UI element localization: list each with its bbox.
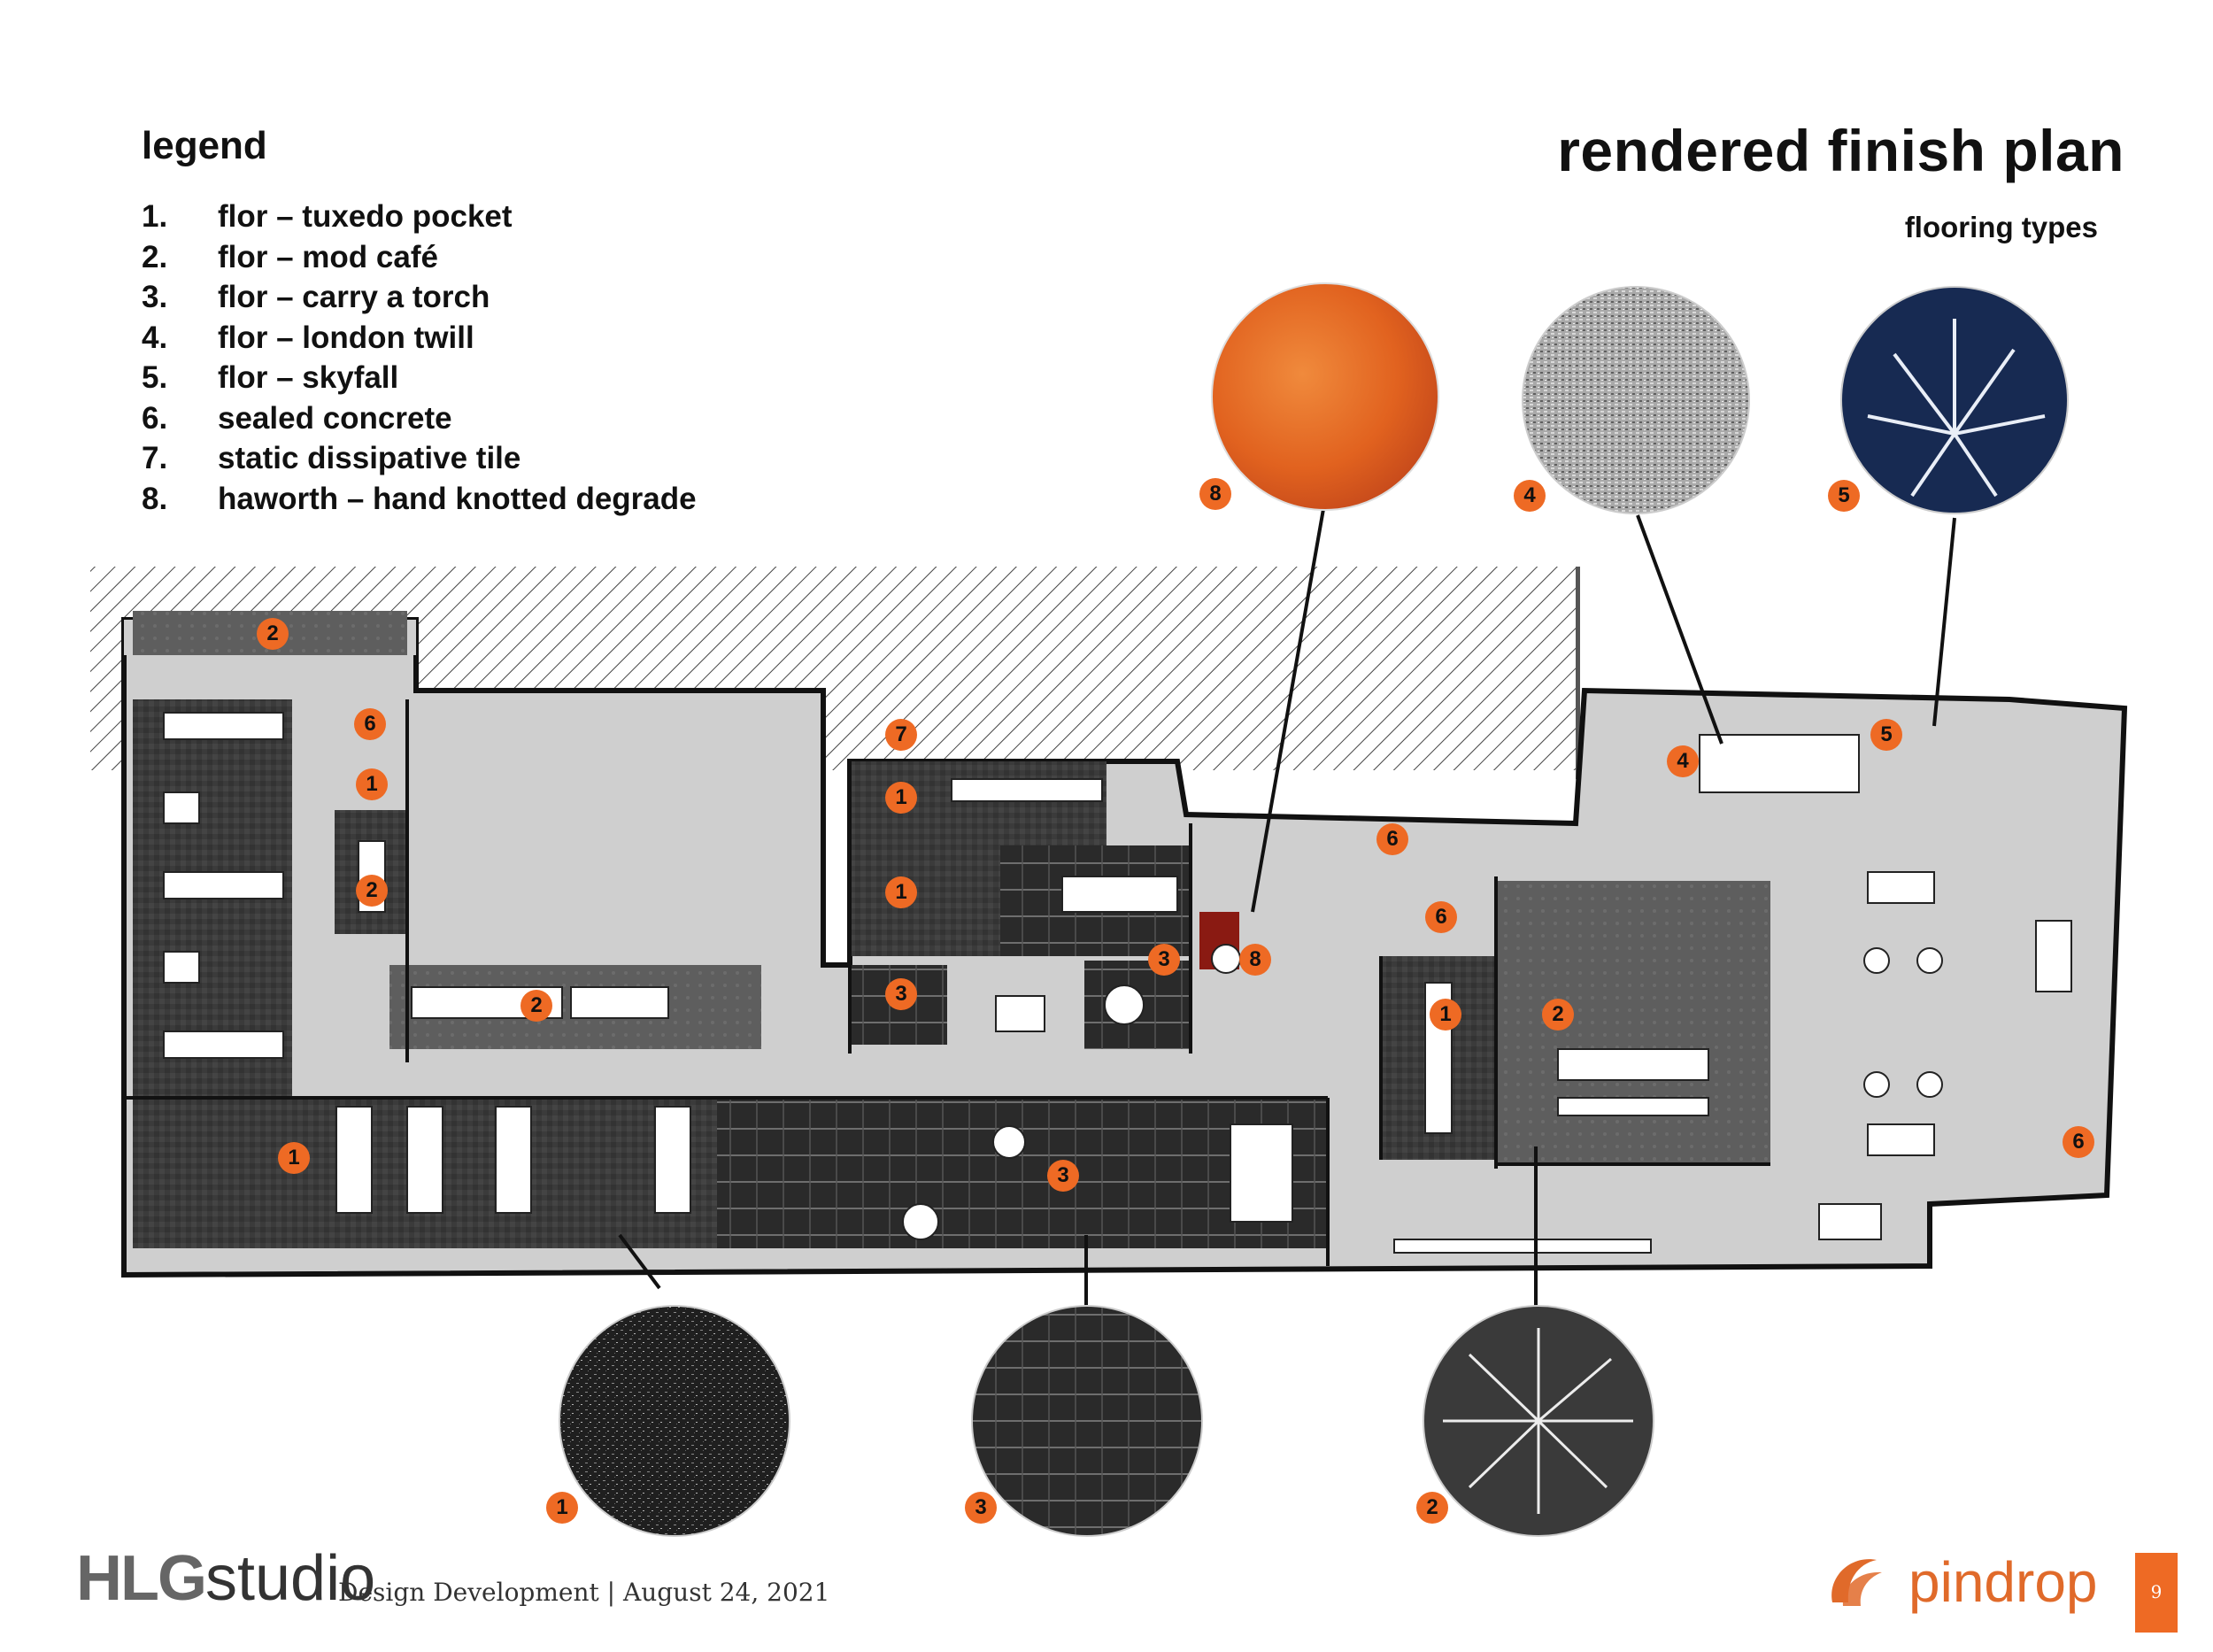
- plan-tag: 2: [1542, 999, 1574, 1031]
- plan-tag: 1: [1430, 999, 1461, 1031]
- plan-tag: 1: [885, 782, 917, 814]
- legend-item-number: 2.: [142, 239, 168, 274]
- plan-tag: 1: [278, 1142, 310, 1174]
- pindrop-logo: pindrop: [1824, 1549, 2098, 1615]
- swatch-badge: 8: [1199, 478, 1231, 510]
- legend-item-number: 3.: [142, 280, 168, 314]
- swatch-london-twill: [1522, 286, 1750, 514]
- logo-light-text: studio: [204, 1543, 376, 1614]
- legend-item-number: 5.: [142, 360, 168, 395]
- brand-name: pindrop: [1908, 1550, 2098, 1614]
- plan-tag: 6: [2063, 1126, 2094, 1158]
- plan-tag: 6: [1425, 901, 1457, 933]
- plan-tag: 1: [356, 768, 388, 800]
- legend-item: 4. flor – london twill: [142, 318, 697, 359]
- hlg-studio-logo: HLGstudio: [76, 1542, 375, 1615]
- plan-tag: 2: [520, 990, 552, 1022]
- legend-item-number: 6.: [142, 400, 168, 436]
- legend-item-label: flor – skyfall: [218, 360, 399, 395]
- pindrop-icon: [1831, 1559, 1882, 1606]
- legend-item: 5. flor – skyfall: [142, 358, 697, 398]
- legend-item: 6. sealed concrete: [142, 398, 697, 439]
- furniture: [163, 712, 2072, 1254]
- legend-list: 1. flor – tuxedo pocket 2. flor – mod café…: [142, 197, 697, 519]
- plan-tag: 3: [1047, 1160, 1079, 1192]
- swatch-badge: 3: [965, 1492, 997, 1524]
- legend-item-number: 4.: [142, 320, 168, 355]
- plan-tag: 8: [1239, 944, 1271, 976]
- legend-item-label: flor – mod café: [218, 239, 438, 274]
- swatch-badge: 1: [546, 1492, 578, 1524]
- legend-item-label: sealed concrete: [218, 400, 452, 436]
- plan-tag: 3: [885, 978, 917, 1010]
- plan-tag: 3: [1148, 944, 1180, 976]
- swatch-tuxedo-pocket: [559, 1305, 790, 1537]
- plan-tag: 2: [257, 618, 289, 650]
- legend-item-number: 7.: [142, 441, 168, 475]
- swatch-carry-a-torch: [971, 1305, 1203, 1537]
- legend-item: 3. flor – carry a torch: [142, 277, 697, 318]
- plan-tag: 1: [885, 876, 917, 908]
- page-number: 9: [2150, 1581, 2163, 1602]
- legend-item-label: haworth – hand knotted degrade: [218, 481, 697, 516]
- page-title: rendered finish plan: [1557, 118, 2124, 183]
- swatch-badge: 5: [1828, 480, 1860, 512]
- leader-lines: [618, 508, 1956, 1310]
- legend-item-label: flor – carry a torch: [218, 280, 490, 314]
- footer-caption: Design Development | August 24, 2021: [338, 1578, 830, 1607]
- swatch-haworth-hand-knotted-degrade: [1211, 282, 1439, 511]
- logo-bold-text: HLG: [76, 1543, 207, 1614]
- plan-tag: 7: [885, 719, 917, 751]
- legend-title: legend: [142, 124, 267, 167]
- legend-item-label: static dissipative tile: [218, 441, 521, 475]
- legend-item-label: flor – london twill: [218, 320, 474, 355]
- plan-tag: 4: [1667, 745, 1699, 777]
- mod-cafe-pattern: [1443, 1328, 1633, 1514]
- legend-item: 7. static dissipative tile: [142, 438, 697, 479]
- swatch-badge: 4: [1514, 480, 1546, 512]
- swatch-badge: 2: [1416, 1492, 1448, 1524]
- page-subtitle: flooring types: [1904, 211, 2098, 243]
- page-number-bar: [2135, 1553, 2178, 1633]
- legend-item: 2. flor – mod café: [142, 237, 697, 278]
- legend-item-number: 8.: [142, 481, 168, 516]
- plan-tag: 6: [1376, 823, 1408, 855]
- plan-tag: 6: [354, 708, 386, 740]
- flooring-swatches: [559, 282, 2069, 1537]
- skyfall-pattern: [1867, 319, 2046, 498]
- plan-tag: 5: [1870, 719, 1902, 751]
- legend-item: 8. haworth – hand knotted degrade: [142, 479, 697, 520]
- legend-item-number: 1.: [142, 199, 168, 234]
- legend-item: 1. flor – tuxedo pocket: [142, 197, 697, 237]
- plan-tag: 2: [356, 875, 388, 907]
- legend-item-label: flor – tuxedo pocket: [218, 199, 513, 234]
- walls: [124, 699, 1770, 1266]
